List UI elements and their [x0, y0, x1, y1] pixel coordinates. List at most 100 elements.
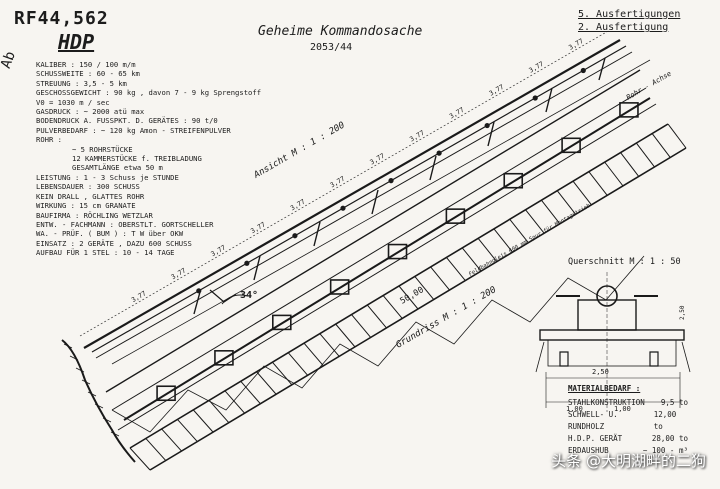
rail-tie	[461, 247, 482, 272]
support-node	[156, 385, 176, 402]
rail-tie	[493, 228, 513, 253]
rail-tie	[319, 333, 340, 357]
segment-dimension: 3,77	[448, 106, 466, 121]
rail-tie	[446, 257, 466, 281]
material-qty: ~ 100 - m³	[642, 446, 688, 455]
material-qty: 12,00 to	[653, 410, 677, 431]
rail-tie	[256, 371, 277, 395]
rail-tie	[541, 199, 561, 225]
spec-line: GESAMTLÄNGE etwa 50 m	[72, 163, 163, 173]
rail-tie	[556, 190, 577, 215]
segment-dimension: 3,77	[369, 152, 387, 167]
barrel-joint	[388, 178, 394, 184]
terrain-slope	[61, 339, 136, 463]
elevation-view-label: Ansicht M : 1 : 200	[252, 120, 347, 181]
support-node	[503, 172, 524, 189]
materials-heading: MATERIALBEDARF :	[568, 384, 641, 393]
cross-section-label: Querschnitt M : 1 : 50	[568, 257, 681, 267]
spec-line: LEBENSDAUER : 300 SCHUSS	[36, 182, 140, 192]
material-row: ERDAUSHUB ~ 100 - m³	[568, 445, 688, 457]
dimension-labels: 3,773,773,773,773,773,773,773,773,773,77…	[130, 37, 585, 304]
rail-tie	[303, 342, 324, 367]
elevation-angle-label: 34°	[240, 290, 258, 301]
material-row: SCHWELL- U. RUNDHOLZ 12,00 to	[568, 409, 688, 433]
segment-dimension: 3,77	[289, 198, 307, 213]
spec-line: BAUFIRMA : RÖCHLING WETZLAR	[36, 210, 153, 220]
barrel-joint	[292, 233, 298, 239]
rail-tie	[620, 152, 640, 177]
rail-tie	[161, 428, 182, 452]
spec-line: PULVERBEDARF : ~ 120 kg Amon - STREIFENP…	[36, 125, 231, 135]
rail-tie	[651, 133, 671, 158]
material-requirements: MATERIALBEDARF : STAHLKONSTRUKTION 9,5 to…	[568, 383, 688, 457]
rail-tie	[287, 352, 309, 376]
rail-tie	[129, 447, 151, 471]
material-item: ERDAUSHUB	[568, 446, 609, 455]
rail-tie	[224, 390, 245, 414]
support-node	[561, 137, 581, 154]
rail-tie	[145, 438, 167, 461]
spec-line: AUFBAU FÜR 1 STEL : 10 - 14 TAGE	[36, 248, 175, 258]
support-node	[445, 208, 466, 224]
spec-line: KEIN DRALL , GLATTES ROHR	[36, 191, 145, 201]
spec-line: KALIBER : 150 / 100 m/m	[36, 60, 136, 69]
watermark: 头条 @大明湖畔的二狗	[551, 452, 706, 470]
spec-line: GASDRUCK : ~ 2000 atü max	[36, 107, 145, 117]
rail-tie	[635, 142, 655, 168]
section-base-beam	[539, 329, 685, 341]
spec-line: EINSATZ : 2 GERÄTE , DAZU 600 SCHUSS	[36, 238, 192, 248]
rail-ties	[129, 123, 687, 471]
rail-tie	[382, 295, 403, 319]
spec-line: LEISTUNG : 1 - 3 Schuss je STUNDE	[36, 172, 179, 182]
rail-tie	[414, 276, 435, 300]
spec-line: ROHR :	[36, 135, 62, 145]
section-dim-height: 2,50	[679, 305, 686, 320]
material-item: STAHLKONSTRUKTION	[568, 398, 645, 407]
barrel-joint	[436, 150, 442, 156]
support-node	[619, 102, 639, 118]
rail-tie	[177, 419, 198, 442]
rail-tie	[192, 409, 214, 433]
spec-line: WIRKUNG : 15 cm GRANATE	[36, 201, 136, 211]
material-item: SCHWELL- U. RUNDHOLZ	[568, 410, 618, 431]
spec-line: STREUUNG : 3,5 - 5 km	[36, 78, 127, 88]
spec-line: WA. - PRÜF. ( BUM ) : T W über OKW	[36, 229, 184, 239]
support-node	[271, 314, 292, 331]
support-node	[387, 243, 408, 260]
cross-section	[535, 272, 691, 412]
spec-line: SCHUSSWEITE : 60 - 65 km	[36, 69, 140, 79]
spec-line: V0 = 1030 m / sec	[36, 97, 110, 107]
rail-tie	[351, 314, 372, 338]
rail-tie	[366, 304, 387, 329]
terrain-hatch	[63, 343, 120, 437]
document-title-short: HDP	[58, 30, 95, 54]
support-node	[329, 279, 350, 295]
angle-arc	[221, 294, 249, 305]
spec-line: BODENDRUCK A. FUSSPKT. D. GERÄTES : 90 t…	[36, 116, 218, 126]
rail-tie	[588, 171, 608, 196]
spec-line: ENTW. - FACHMANN : OBERSTLT. GORTSCHELLE…	[36, 219, 214, 229]
segment-dimension: 3,77	[528, 60, 546, 75]
rail-tie	[572, 180, 592, 206]
support-node	[214, 350, 234, 366]
spec-line: 12 KAMMERSTÜCKE f. TREIBLADUNG	[72, 154, 202, 164]
length-label: 50,00	[399, 285, 426, 306]
section-dim-width: 2,50	[592, 368, 609, 376]
rail-tie	[525, 209, 545, 234]
copy-note-line-2: 2. Ausfertigung	[578, 22, 669, 33]
segment-dimension: 3,77	[130, 289, 148, 304]
rail-tie	[398, 285, 419, 310]
barrel-joint	[244, 260, 250, 266]
section-dim-left: 1,00	[566, 405, 583, 413]
material-row: STAHLKONSTRUKTION 9,5 to	[568, 397, 688, 409]
rail-tie	[430, 266, 450, 291]
rail-tie	[509, 218, 529, 244]
document-reference: RF44,562	[14, 8, 109, 29]
spec-line: ~ 5 ROHRSTÜCKE	[72, 144, 133, 154]
material-qty: 9,5 to	[660, 398, 688, 407]
